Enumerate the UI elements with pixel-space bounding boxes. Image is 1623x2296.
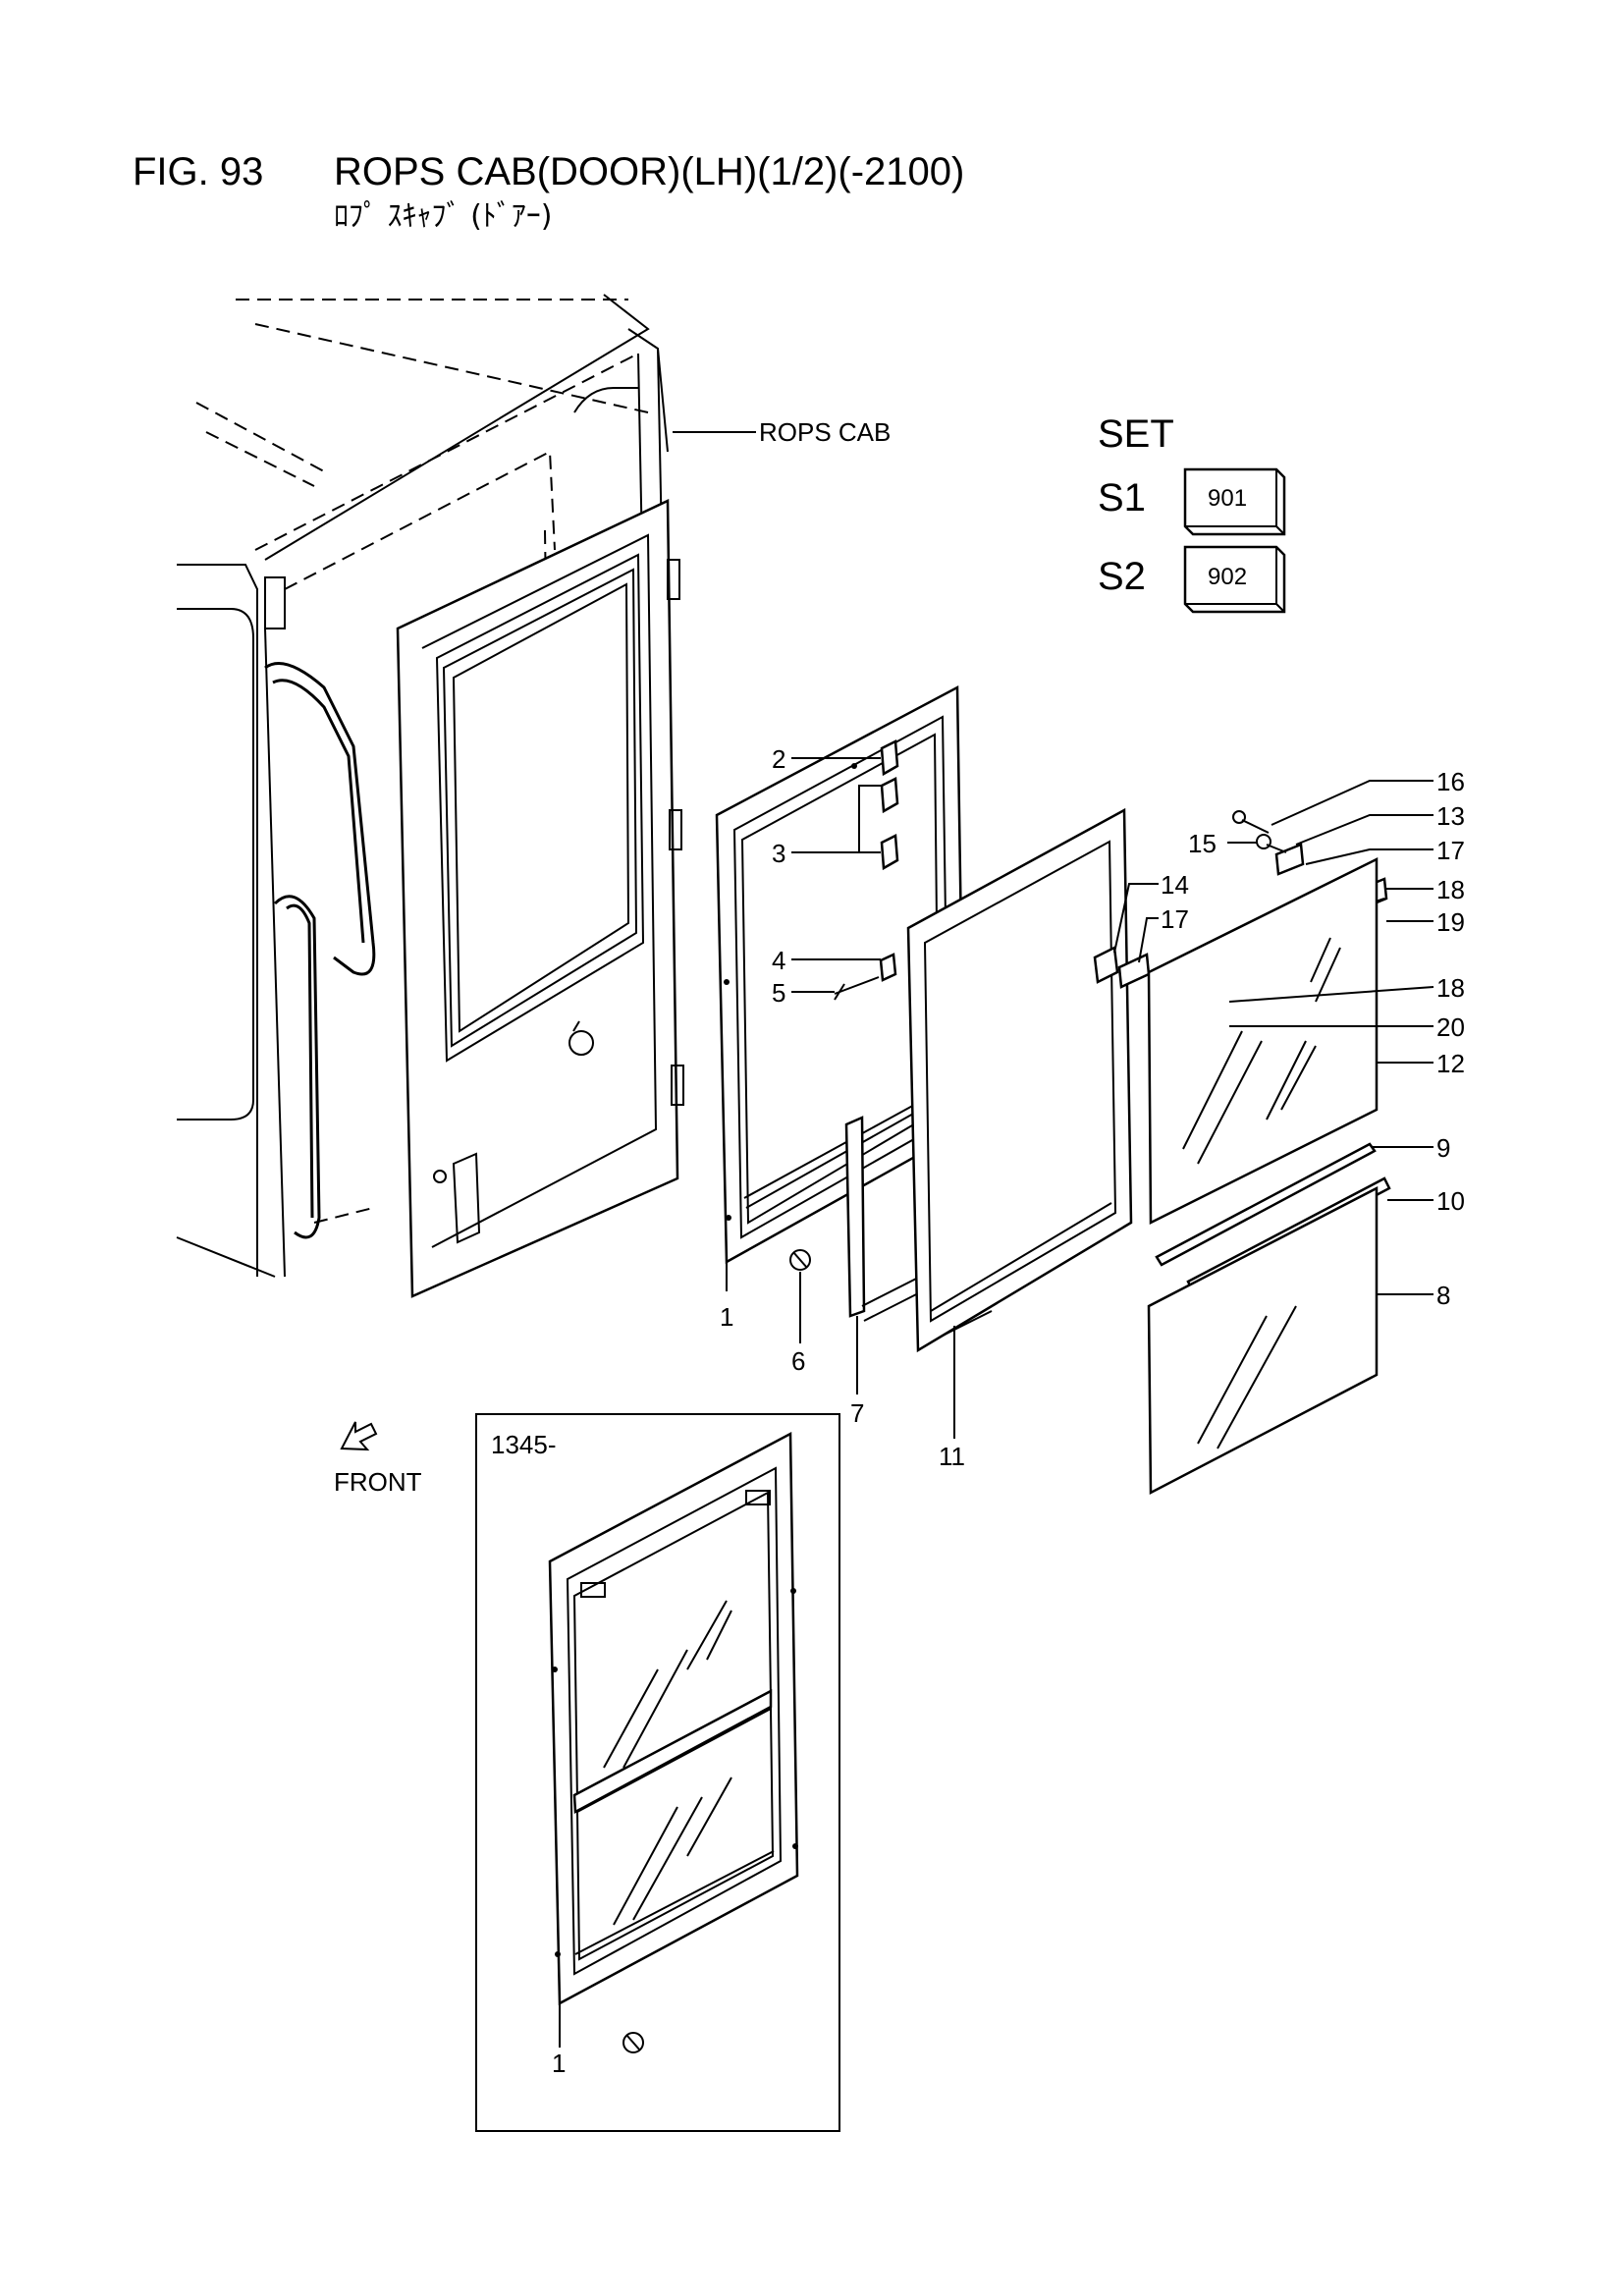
callout-1-inset: 1 xyxy=(552,2049,566,2078)
part-12-glass xyxy=(1147,856,1379,1226)
callout-17a: 17 xyxy=(1161,904,1189,934)
callout-20: 20 xyxy=(1436,1012,1465,1042)
set-row-s1-name: S1 xyxy=(1098,476,1146,519)
parts-2-3-clips xyxy=(880,739,899,871)
part-6-bolt xyxy=(789,1249,811,1271)
cab-door xyxy=(396,499,684,1298)
callout-5: 5 xyxy=(772,978,785,1008)
set-legend: SET S1 901 S2 902 xyxy=(1098,412,1286,614)
inset-label: 1345- xyxy=(491,1430,557,1459)
callout-6: 6 xyxy=(791,1346,805,1376)
label-front: FRONT xyxy=(334,1467,422,1497)
front-arrow-icon xyxy=(340,1421,378,1451)
callout-10: 10 xyxy=(1436,1186,1465,1216)
callout-16: 16 xyxy=(1436,767,1465,796)
callout-leaders xyxy=(726,757,1434,1439)
callout-8: 8 xyxy=(1436,1281,1450,1310)
callout-3: 3 xyxy=(772,839,785,868)
callout-1: 1 xyxy=(720,1302,733,1332)
figure-title: ROPS CAB(DOOR)(LH)(1/2)(-2100) xyxy=(334,150,964,193)
parts-4-5 xyxy=(834,953,897,1001)
callout-4: 4 xyxy=(772,946,785,975)
callout-19: 19 xyxy=(1436,907,1465,937)
callout-12: 12 xyxy=(1436,1049,1465,1078)
callout-9: 9 xyxy=(1436,1133,1450,1163)
inset-panel: 1345- xyxy=(475,1413,840,2132)
callout-11: 11 xyxy=(939,1442,965,1471)
set-heading: SET xyxy=(1098,412,1174,456)
callout-15: 15 xyxy=(1188,829,1217,858)
set-row-s1-code: 901 xyxy=(1208,485,1247,512)
part-8-glass xyxy=(1147,1185,1379,1496)
callout-18b: 18 xyxy=(1436,973,1465,1003)
figure-subtitle: ﾛﾌﾟ ｽｷｬﾌﾞ (ﾄﾞｱｰ) xyxy=(334,199,552,234)
callout-2: 2 xyxy=(772,744,785,774)
callout-14: 14 xyxy=(1161,870,1189,900)
figure-number: FIG. 93 xyxy=(133,150,263,193)
callout-7: 7 xyxy=(850,1398,864,1428)
label-rops-cab: ROPS CAB xyxy=(759,417,891,447)
callout-17b: 17 xyxy=(1436,836,1465,865)
callout-13: 13 xyxy=(1436,801,1465,831)
part-11-frame xyxy=(906,807,1133,1353)
set-row-s2-name: S2 xyxy=(1098,555,1146,598)
callout-18a: 18 xyxy=(1436,875,1465,904)
set-row-s2-code: 902 xyxy=(1208,564,1247,590)
